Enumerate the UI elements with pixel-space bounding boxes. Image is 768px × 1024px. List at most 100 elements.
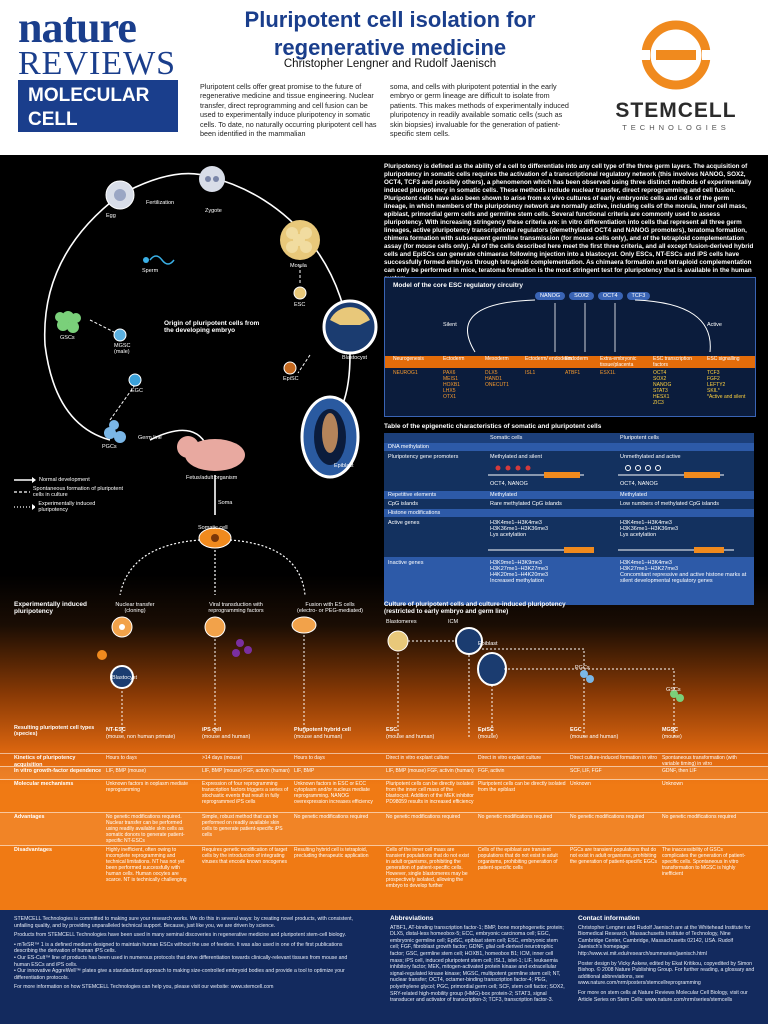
logo-reviews: REVIEWS [18,45,177,82]
esc-col-header: Extra-embryonic tissue/placenta [600,356,637,368]
comparison-cell: Pluripotent cells can be directly isolat… [386,781,474,805]
inactive-somatic-2: H4K20me1–H4K20me3 [490,572,549,578]
poster-title: Pluripotent cell isolation for regenerat… [200,6,580,62]
cell-type-name: EpiSC [478,727,494,733]
cell-type-name: NT-ESC [106,727,126,733]
label-silent: Silent [443,322,457,328]
abbrev-title: Abbreviations [390,915,434,922]
esc-gene: OCT4 [653,370,667,376]
esc-gene: DLX5 [485,370,498,376]
title-line-1: Pluripotent cell isolation for [244,7,536,32]
footer-p4: • Our ES-Cult™ line of products has been… [14,954,348,968]
comparison-cell: Cells of the inner cell mass are transie… [386,847,469,889]
origin-title-1: Origin of pluripotent cells from [164,320,260,327]
esc-col-genes: ATBF1 [565,370,613,376]
comparison-cell: LIF, BMP (mouse) [106,768,146,774]
legend-spontaneous: Spontaneous formation of pluripotent cel… [14,486,124,498]
label-nuclear-transfer: Nuclear transfer(cloning) [110,602,160,614]
gsc-cluster-icon [55,311,81,333]
stemcell-name: STEMCELL [615,99,737,122]
esc-gene: ESX1L [600,370,616,376]
inactive-somatic-0: H3K9me1–H3K9me3 [490,560,542,566]
epigenetic-title: Table of the epigenetic characteristics … [384,423,602,430]
epigenetic-header-row: Somatic cells Pluripotent cells [384,433,754,443]
cell-type-species: (mouse and human) [570,733,619,740]
esc-col-genes: ESX1L [600,370,648,376]
label-soma: Soma [218,500,233,506]
label-mgsc-name: MGSC [114,343,131,349]
comparison-row-label: Disadvantages [14,847,53,853]
comparison-cell: SCF, LIF, FGF [570,768,602,774]
comparison-row-label: Kinetics of pluripotency acquisition [14,755,76,768]
esc-gene: ONECUT1 [485,382,509,388]
active-pluri-2: Lys acetylation [620,532,657,538]
label-gscs: GSCs [60,335,75,341]
label-culture-pgcs: PGCs [575,665,590,671]
inactive-genes-label: Inactive genes [388,560,424,566]
col-somatic: Somatic cells [490,435,523,441]
comparison-cell: Requires genetic modification of target … [202,847,288,865]
comparison-cell: >14 days (mouse) [202,755,243,761]
nature-reviews-logo: nature REVIEWS [18,3,178,82]
cell-type-species: (mouse) [478,733,498,740]
comparison-cell: FGF, activin [478,768,505,774]
label-fetus: Fetus/adult organism [186,475,238,481]
footer-abbreviations: Abbreviations ATBF1, AT-binding transcri… [390,915,565,1004]
repetitive-somatic: Methylated [490,492,517,498]
cell-type-header: EGC(mouse and human) [570,727,660,740]
footer-p5: • Our innovative AggreWell™ plates give … [14,968,345,981]
esc-gene: PAX6 [443,370,456,376]
promoters-label: Pluripotency gene promoters [388,454,459,460]
active-somatic-2: Lys acetylation [490,532,527,538]
esc-col-genes: ISL1 [525,370,573,376]
row-promoters: Pluripotency gene promoters Methylated a… [384,451,754,491]
dotted-arrow-icon [14,504,36,510]
esc-gene: FGF2 [707,376,720,382]
comparison-cell: LIF, BMP (mouse) FGF, activin (human) [386,768,474,774]
active-histone-diagram [488,547,734,553]
cell-type-species: (mouse and human) [294,733,343,740]
dashed-arrow-icon [14,491,30,493]
epigenetic-table: Table of the epigenetic characteristics … [384,423,754,605]
esc-gene: *Active and silent [707,394,746,400]
cpg-pluripotent: Low numbers of methylated CpG islands [620,501,720,507]
logo-nature: nature [18,3,137,52]
stemcell-sub: TECHNOLOGIES [622,123,730,132]
stemcell-logo: STEMCELL TECHNOLOGIES [596,20,756,132]
nuclear-transfer-label: Nuclear transfer [115,602,155,608]
viral-sub: reprogramming factors [208,608,264,614]
label-somatic-cell: Somatic cell [198,525,228,531]
active-pluri-1: H3K36me1–H3K36me3 [620,526,679,532]
journal-line-2: CELL BIOLOGY [28,109,116,154]
esc-gene: NANOG [653,382,672,388]
comparison-cell: Cells of the epiblast are transient popu… [478,847,558,871]
inactive-somatic-3: Increased methylation [490,578,544,584]
induced-title-1: Experimentally induced [14,601,87,608]
legend-induced: Experimentally induced pluripotency [14,501,124,513]
esc-col-header: ESC transcription factors [653,356,692,368]
induced-title-2: pluripotency [14,608,54,615]
induced-methods-diagram [97,616,317,735]
comparison-cell: No genetic modifications required [386,814,461,820]
esc-model-box: Model of the core ESC regulatory circuit… [384,277,756,417]
repetitive-label: Repetitive elements [388,492,437,498]
cell-type-header: MGSC(mouse) [662,727,752,740]
authors: Christopher Lengner and Rudolf Jaenisch [283,58,497,70]
promoters-somatic: Methylated and silent [490,454,542,460]
label-fusion: Fusion with ES cells(electro- or PEG-med… [290,602,370,614]
development-cycle-diagram [43,166,378,595]
label-egg: Egg [106,213,116,219]
inactive-somatic: H3K9me1–H3K9me3 H3K27me1–H3K27me3 H4K20m… [490,560,548,584]
comparison-cell: Direct in vitro explant culture [386,755,450,761]
cell-type-header: ESC(mouse and human) [386,727,476,740]
cell-type-header: EpiSC(mouse) [478,727,568,740]
cell-types-row: NT-ESC(mouse, non human primate)iPS cell… [0,727,768,751]
culture-diagram [387,627,684,737]
label-morula: Morula [290,263,307,269]
induced-title: Experimentally induced pluripotency [14,601,87,615]
esc-col-header: Endoderm [565,356,589,362]
viral-label: Viral transduction with [209,602,263,608]
